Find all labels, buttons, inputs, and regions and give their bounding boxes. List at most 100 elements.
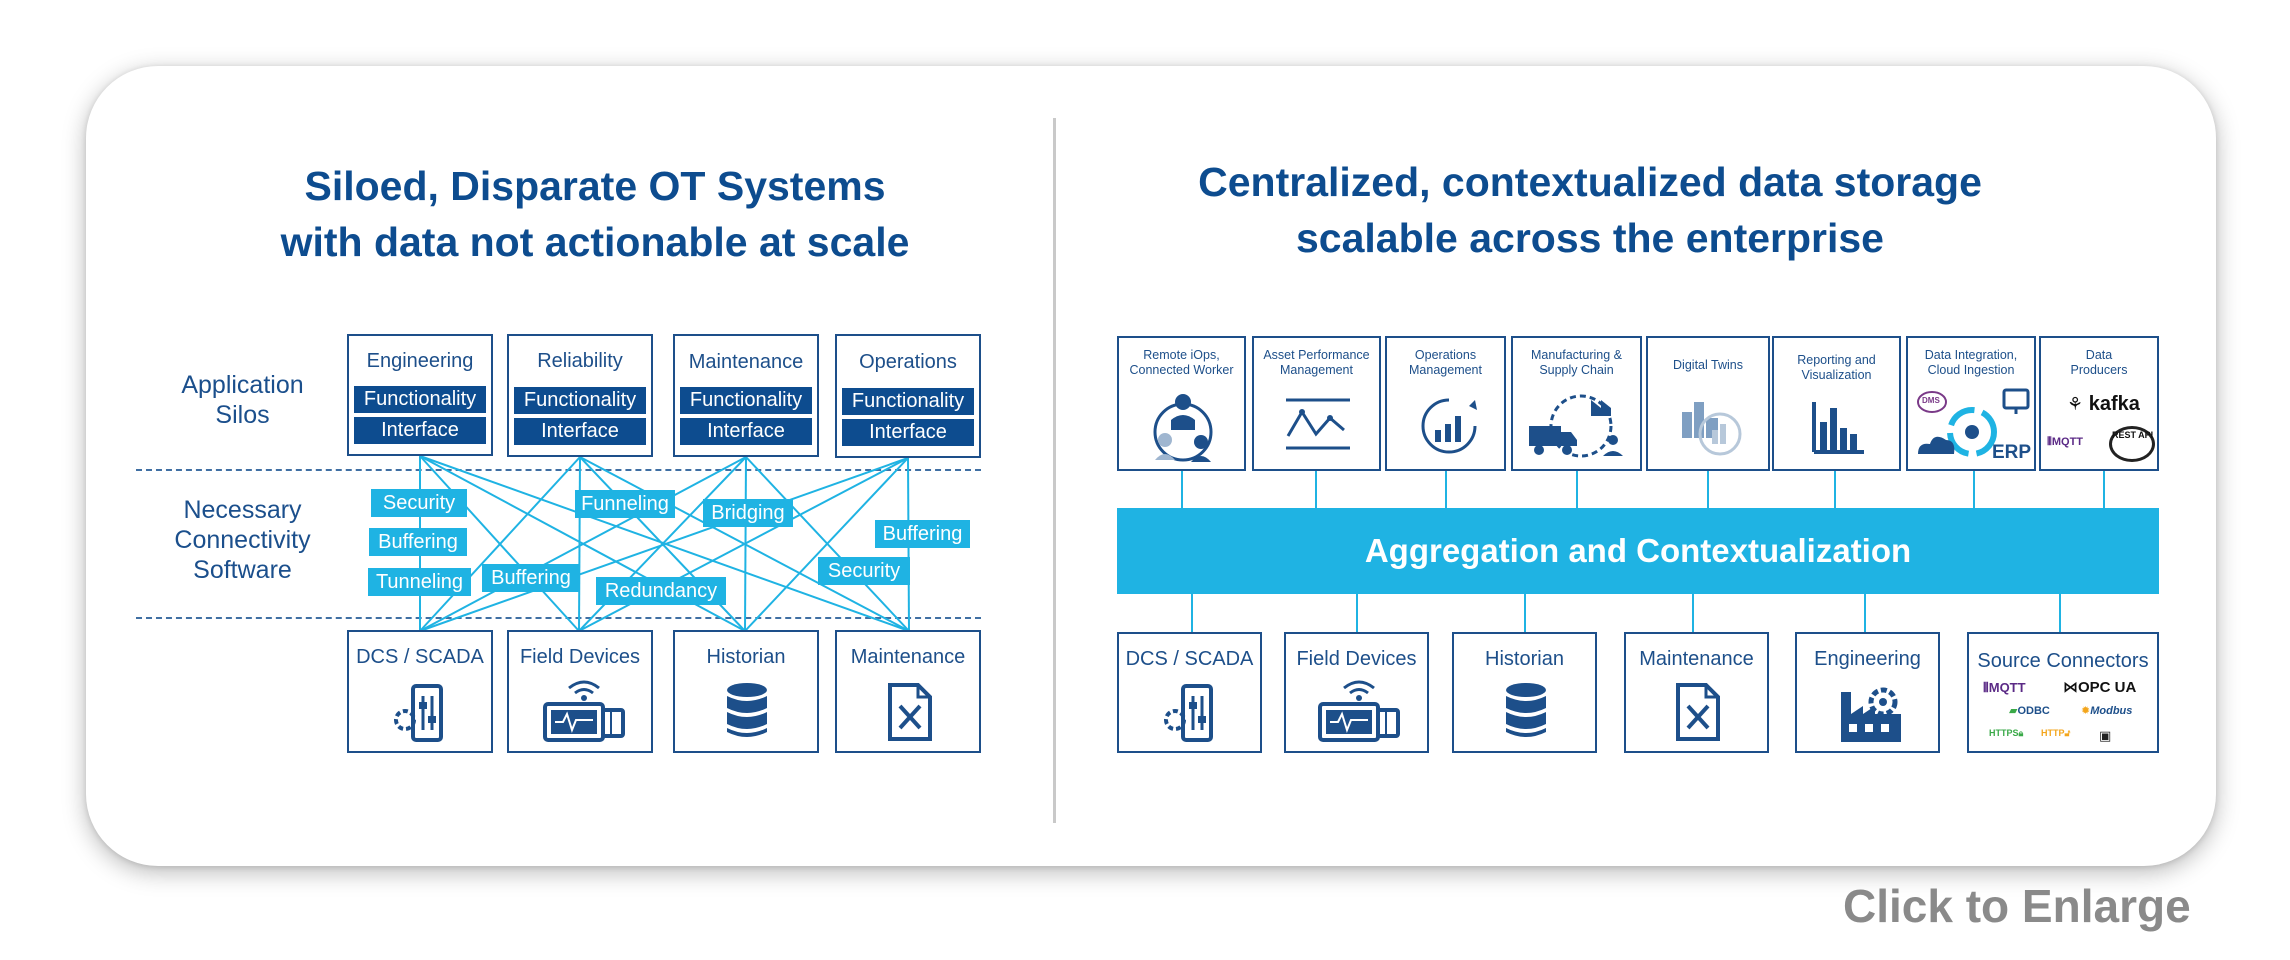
functionality-bar: Functionality [842,388,974,415]
mqtt-icon: ⦀ [1983,680,1989,695]
interface-bar: Interface [514,418,646,445]
odbc-icon: ▰ [2009,705,2018,717]
silo-operations: Operations Functionality Interface [835,334,981,458]
connector [1356,594,1358,632]
click-to-enlarge-link[interactable]: Click to Enlarge [1843,880,2191,932]
connector [1576,470,1578,508]
silo-reliability: Reliability Functionality Interface [507,334,653,457]
bar-chart-icon [1812,402,1864,454]
lock-icon: 🔒︎ [2018,728,2024,738]
silo-engineering: Engineering Functionality Interface [347,334,493,456]
left-title-line1: Siloed, Disparate OT Systems [304,163,886,209]
mqtt-logo: ⦀MQTT [1983,680,2026,695]
tag-funneling: Funneling [575,490,675,518]
tag-buffering: Buffering [875,520,970,548]
consumer-reporting: Reporting and Visualization [1772,336,1901,471]
connector-device-icon: ▣ [2099,728,2112,743]
source-dcs-scada: DCS / SCADA [347,630,493,753]
tag-bridging: Bridging [703,499,793,527]
unlock-icon: 🔓︎ [2064,728,2071,738]
connector [1973,470,1975,508]
functionality-bar: Functionality [354,386,486,413]
dms-logo: DMS [1922,396,1940,405]
tag-security: Security [818,557,910,585]
connected-worker-icon [1153,394,1213,462]
controller-icon [1164,684,1213,742]
mqtt-icon: ⦀ [2047,436,2052,448]
connector [1315,470,1317,508]
rest-api-logo: REST API [2109,426,2155,462]
consumer-manufacturing: Manufacturing & Supply Chain [1511,336,1642,471]
connectivity-software-label: Necessary Connectivity Software [174,496,311,584]
supply-chain-icon [1529,394,1623,458]
consumer-remote-iops: Remote iOps, Connected Worker [1117,336,1246,471]
dashed-separator-bottom [136,617,981,619]
aggregation-bar: Aggregation and Contextualization [1117,508,2159,594]
interface-bar: Interface [354,417,486,444]
right-source-historian: Historian [1452,632,1597,753]
left-title-line2: with data not actionable at scale [280,219,910,265]
opc-ua-logo: ⋈OPC UA [2063,679,2137,696]
source-maintenance: Maintenance [835,630,981,753]
connector [1524,594,1526,632]
functionality-bar: Functionality [514,387,646,414]
functionality-bar: Functionality [680,387,812,414]
right-source-dcs-scada: DCS / SCADA [1117,632,1262,753]
source-field-devices: Field Devices [507,630,653,753]
left-title: Siloed, Disparate OT Systems with data n… [180,158,1010,270]
modbus-icon: ✹ [2081,705,2091,717]
interface-bar: Interface [680,418,812,445]
source-historian: Historian [673,630,819,753]
connector [1692,594,1694,632]
modbus-logo: ✹Modbus [2081,705,2133,717]
cloud-ingestion-icon [1917,388,2030,457]
right-source-engineering: Engineering [1795,632,1940,753]
connector [1864,594,1866,632]
connector [1834,470,1836,508]
database-icon [1506,683,1546,737]
kafka-icon: ⚘ [2067,394,2084,414]
right-title: Centralized, contextualized data storage… [1090,154,2090,266]
connector [1445,470,1447,508]
consumer-apm: Asset Performance Management [1252,336,1381,471]
right-source-maintenance: Maintenance [1624,632,1769,753]
http-logo: HTTP🔓︎ [2041,728,2071,738]
mqtt-logo: ⦀MQTT [2047,436,2084,448]
digital-twin-icon [1682,402,1742,456]
tag-buffering: Buffering [369,528,467,556]
application-silos-label: Application Silos [181,371,304,429]
connector [1181,470,1183,508]
right-title-line1: Centralized, contextualized data storage [1198,159,1982,205]
erp-logo: ERP [1992,442,2032,463]
tag-redundancy: Redundancy [596,577,726,605]
connector [2059,594,2061,632]
kafka-logo: ⚘ kafka [2067,393,2140,415]
panel-divider [1053,118,1056,823]
consumer-data-producers: Data Producers ⚘ kafka ⦀MQTT REST API [2039,336,2159,471]
right-source-connectors: Source Connectors ⦀MQTT ⋈OPC UA ▰ODBC ✹M… [1967,632,2159,753]
tag-security: Security [371,489,467,517]
opc-icon: ⋈ [2063,679,2078,696]
connector [1707,470,1709,508]
odbc-logo: ▰ODBC [2009,705,2050,717]
tag-tunneling: Tunneling [368,568,471,596]
field-device-icon [543,680,625,742]
connector [1191,594,1193,632]
maintenance-doc-icon [1676,683,1720,741]
right-title-line2: scalable across the enterprise [1296,215,1884,261]
field-device-icon [1318,680,1400,742]
dashed-separator-top [136,469,981,471]
factory-gear-icon [1841,687,1901,742]
consumer-operations-management: Operations Management [1385,336,1506,471]
tag-buffering: Buffering [482,564,580,592]
interface-bar: Interface [842,419,974,446]
connector [2103,470,2105,508]
consumer-digital-twins: Digital Twins [1646,336,1770,471]
performance-chart-icon [1286,398,1350,450]
operations-gauge-icon [1421,398,1477,454]
right-source-field-devices: Field Devices [1284,632,1429,753]
database-icon [727,683,767,737]
silo-maintenance: Maintenance Functionality Interface [673,334,819,457]
https-logo: HTTPS🔒︎ [1989,728,2024,738]
